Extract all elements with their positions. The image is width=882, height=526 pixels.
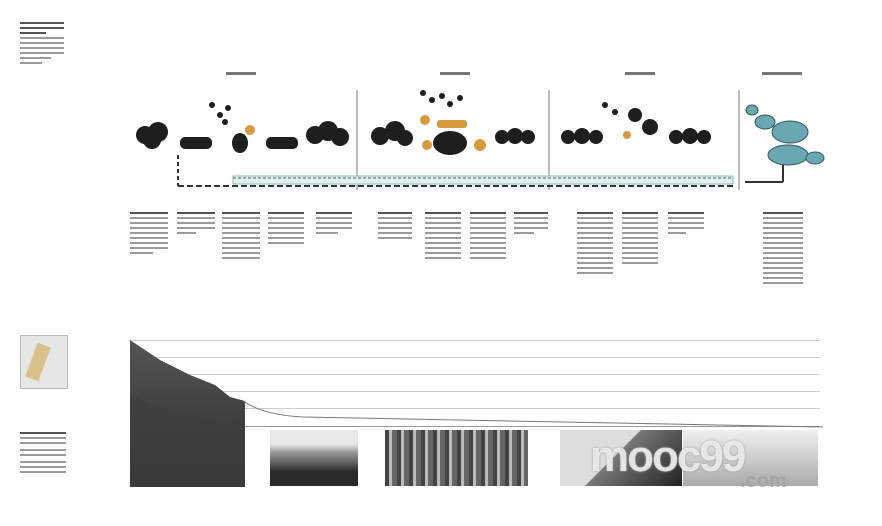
building-photo — [560, 430, 682, 486]
description-column — [378, 212, 412, 242]
section-divider — [356, 90, 358, 190]
section-diagram — [136, 90, 825, 187]
hillside-photo — [130, 340, 245, 487]
profile-gridline — [130, 426, 820, 427]
profile-gridline — [130, 391, 820, 392]
description-column — [668, 212, 704, 237]
description-column — [222, 212, 260, 262]
description-column — [514, 212, 548, 237]
description-column — [763, 212, 803, 287]
section-title-4 — [762, 72, 802, 75]
description-column — [268, 212, 304, 247]
description-column — [425, 212, 461, 262]
profile-gridline — [130, 374, 820, 375]
water-pond-icons — [745, 104, 825, 166]
profile-gridline — [130, 357, 820, 358]
landscape-photo — [270, 430, 358, 486]
section-title-1 — [226, 72, 256, 75]
description-column — [130, 212, 168, 257]
map-legend-notes — [20, 432, 66, 476]
description-column — [577, 212, 613, 277]
description-column — [622, 212, 658, 267]
location-map — [20, 335, 68, 389]
tree-icons — [136, 90, 711, 155]
section-divider — [738, 90, 740, 190]
courtyard-photo — [683, 430, 818, 486]
section-title-2 — [440, 72, 470, 75]
watermark-logo: mooc99 — [590, 432, 746, 481]
description-column — [316, 212, 352, 237]
section-title-3 — [625, 72, 655, 75]
description-column — [177, 212, 215, 237]
profile-gridline — [130, 408, 820, 409]
terrain-line — [243, 400, 823, 428]
watermark-domain: .com — [740, 470, 787, 492]
village-photo — [385, 430, 528, 486]
section-divider — [548, 90, 550, 190]
poster-title-block — [20, 22, 64, 67]
description-column — [470, 212, 506, 262]
pipe-network — [177, 155, 784, 187]
orange-highlight-icons — [245, 115, 631, 151]
profile-gridline — [130, 340, 820, 341]
